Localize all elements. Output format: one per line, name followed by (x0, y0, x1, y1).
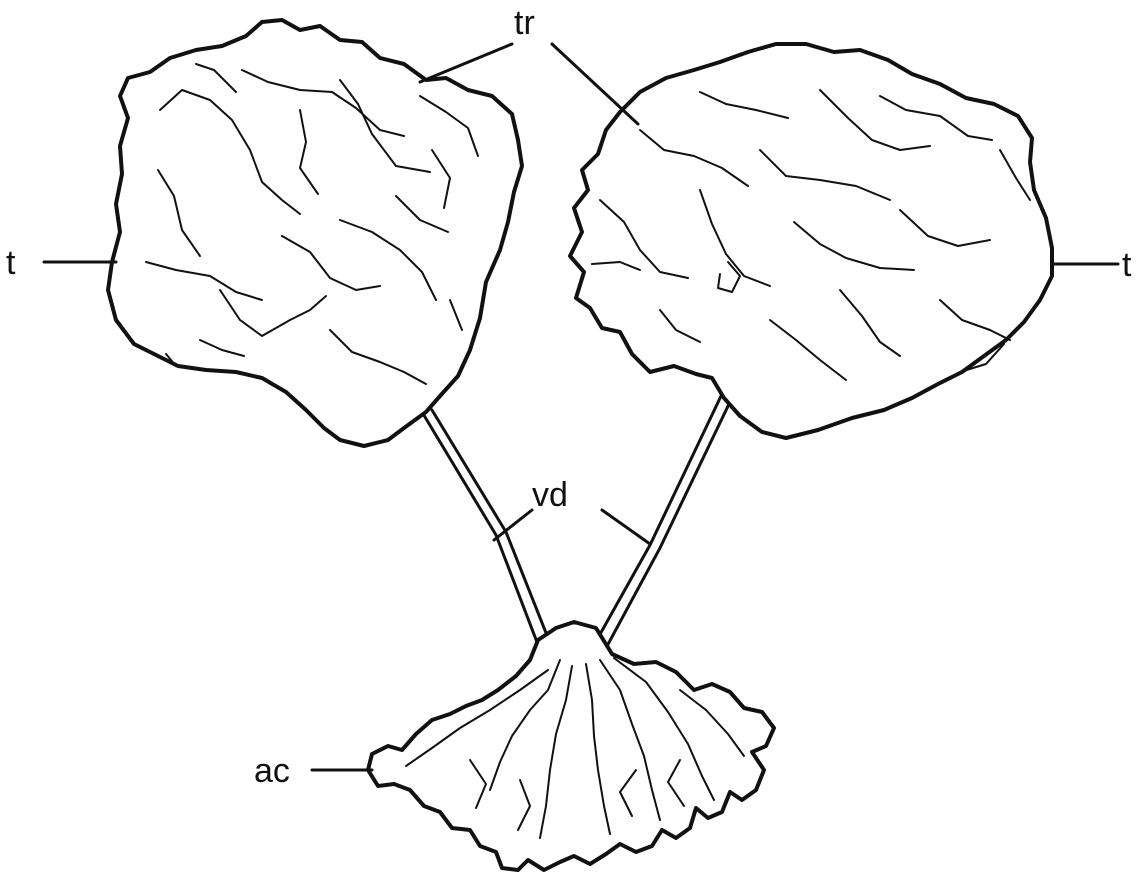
label-t-left: t (6, 244, 16, 282)
label-t-right: t (1122, 246, 1132, 284)
label-ac: ac (254, 752, 290, 790)
label-tr: tr (514, 4, 535, 42)
accessory-glands (368, 622, 774, 870)
vas-deferens-left (422, 410, 552, 650)
testis-right (570, 44, 1052, 438)
testis-left (108, 20, 522, 446)
leader-vd (494, 510, 650, 544)
label-vd: vd (532, 476, 568, 514)
